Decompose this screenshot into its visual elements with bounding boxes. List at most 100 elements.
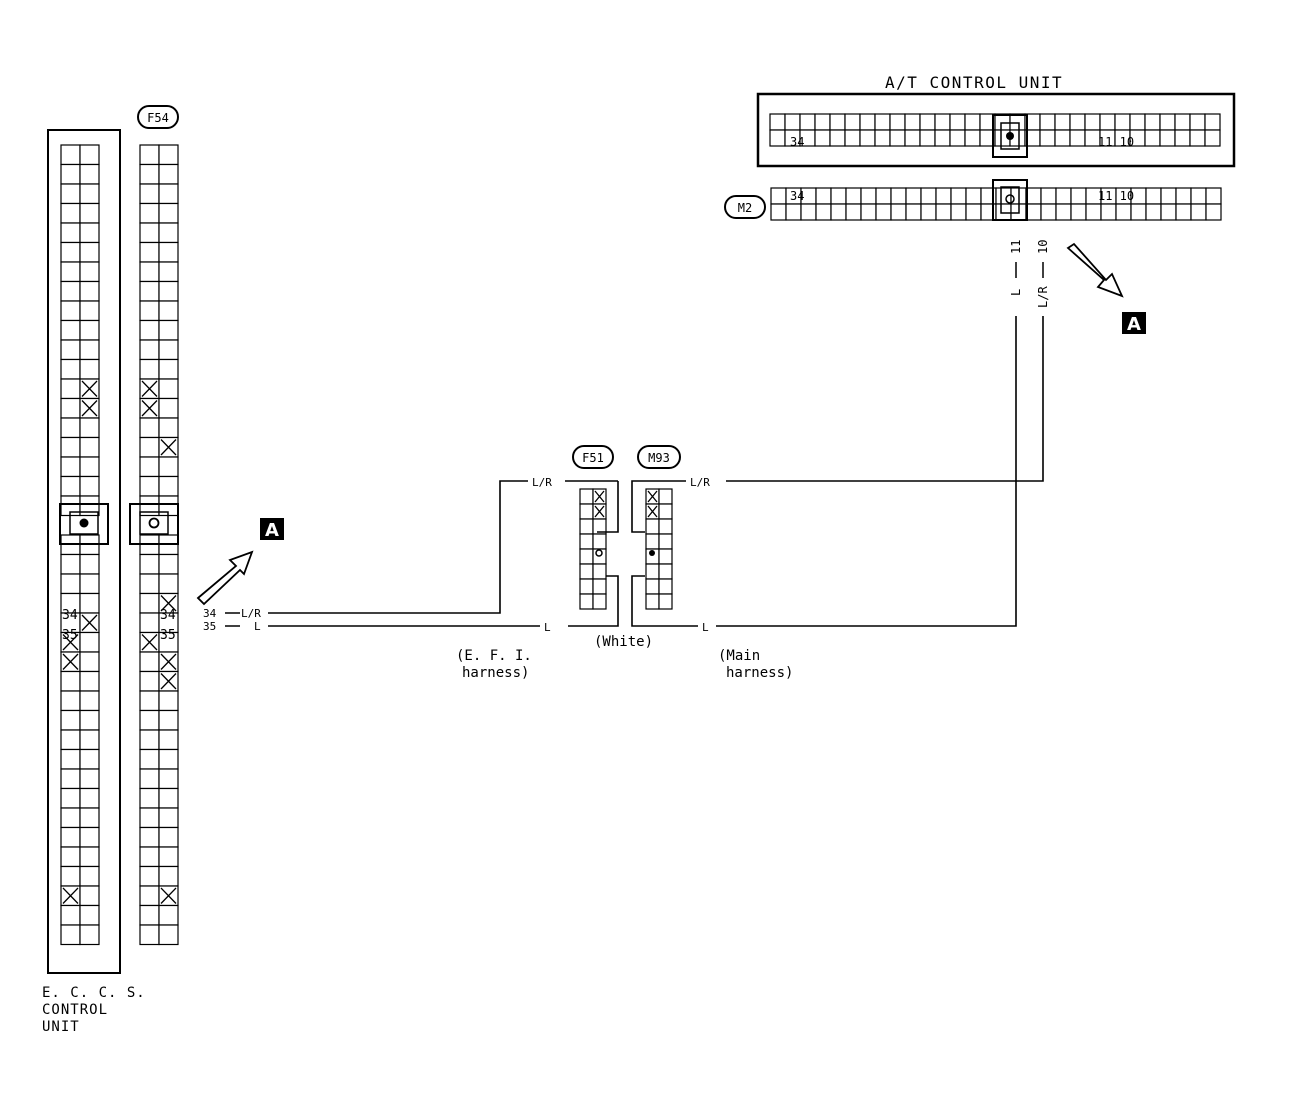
f54-terminal-grid-cell <box>158 417 179 439</box>
at-unit-terminal-grid-cell <box>1159 113 1176 131</box>
f54-terminal-grid-cell <box>158 807 179 829</box>
m2-terminal-grid-cell <box>800 203 817 221</box>
m2-terminal-grid-cell <box>1025 203 1042 221</box>
f54-terminal-grid-unused-mark <box>141 634 158 651</box>
f51-terminal-grid-cell <box>592 593 607 610</box>
m2-terminal-grid-cell <box>770 187 787 205</box>
f54-terminal-grid-cell <box>158 865 179 887</box>
eccs-terminal-grid-cell <box>79 729 100 751</box>
eccs-terminal-grid-cell <box>60 553 81 575</box>
eccs-wire-35-pin: 35 <box>203 620 216 633</box>
at-unit-terminal-grid-cell <box>814 113 831 131</box>
reference-mark-top: A <box>1127 314 1141 335</box>
m2-wire-11-pin: 11 <box>1009 240 1023 254</box>
reference-mark-left: A <box>265 520 279 541</box>
harness-labels: (White) (E. F. I. harness) (Main harness… <box>456 634 793 681</box>
eccs-terminal-grid-cell <box>60 397 81 419</box>
at-unit-terminal-grid-cell <box>874 129 891 147</box>
m2-terminal-grid-cell <box>1055 203 1072 221</box>
m2-terminal-grid-cell <box>845 203 862 221</box>
f54-terminal-grid-cell <box>139 787 160 809</box>
at-unit-terminal-grid-cell <box>874 113 891 131</box>
f54-terminal-grid-cell <box>158 319 179 341</box>
at-unit-terminal-grid-cell <box>1174 129 1191 147</box>
eccs-terminal-grid-cell <box>79 826 100 848</box>
m93-terminal-grid-cell <box>658 503 673 520</box>
wire-lr-efi <box>268 480 528 614</box>
at-unit-terminal-grid-cell <box>829 129 846 147</box>
at-unit-terminal-grid-cell <box>1144 113 1161 131</box>
wires <box>268 316 1044 627</box>
f54-terminal-grid-cell <box>158 339 179 361</box>
eccs-terminal-grid-cell <box>79 631 100 653</box>
eccs-terminal-grid-cell <box>60 163 81 185</box>
m2-terminal-grid-cell <box>950 203 967 221</box>
f51-terminal-grid-cell <box>592 533 607 550</box>
m2-terminal-grid-cell <box>1190 203 1207 221</box>
f54-terminal-grid-cell <box>139 222 160 244</box>
f51-female-indicator <box>595 549 603 557</box>
f54-terminal-grid-cell <box>158 690 179 712</box>
at-unit-terminal-grid-cell <box>1159 129 1176 147</box>
f54-terminal-grid-cell <box>139 729 160 751</box>
m93-wire-bottom-color: L <box>702 621 709 634</box>
f54-terminal-grid-cell <box>158 144 179 166</box>
f54-id-badge <box>137 105 179 129</box>
eccs-terminal-grid-cell <box>60 709 81 731</box>
eccs-terminal-grid-cell <box>79 807 100 829</box>
f54-terminal-grid-cell <box>158 241 179 263</box>
f54-terminal-grid-cell <box>139 885 160 907</box>
eccs-terminal-grid-cell <box>79 222 100 244</box>
at-unit-terminal-grid-cell <box>889 129 906 147</box>
m93-terminal-grid-cell <box>645 563 660 580</box>
f54-terminal-grid-cell <box>139 436 160 458</box>
at-unit-terminal-grid-cell <box>1144 129 1161 147</box>
f54-terminal-grid-cell <box>139 339 160 361</box>
at-unit-terminal-grid-cell <box>934 129 951 147</box>
m2-terminal-grid-cell <box>1070 187 1087 205</box>
at-unit-male-indicator <box>1006 132 1014 140</box>
f54-connector: F54 34 35 <box>129 105 179 946</box>
f54-terminal-grid-cell <box>158 924 179 946</box>
m93-male-indicator <box>649 550 655 556</box>
m2-terminal-grid-cell <box>920 203 937 221</box>
eccs-terminal-grid-cell <box>60 690 81 712</box>
m2-id-badge <box>724 195 766 219</box>
at-unit-terminal-grid-cell <box>769 129 786 147</box>
m2-terminal-grid-cell <box>1115 203 1132 221</box>
f54-terminal-grid-unused-mark <box>160 595 177 612</box>
f54-terminal-grid-cell <box>139 573 160 595</box>
connector-color-label: (White) <box>594 634 653 650</box>
m2-terminal-grid-cell <box>1055 187 1072 205</box>
m2-terminal-grid-cell <box>815 203 832 221</box>
m2-terminal-grid-cell <box>785 203 802 221</box>
eccs-terminal-grid-cell <box>79 904 100 926</box>
m2-pin-34: 34 <box>790 189 804 203</box>
eccs-terminal-grid-cell <box>79 924 100 946</box>
m93-id: M93 <box>648 451 670 465</box>
eccs-label-line3: UNIT <box>42 1019 80 1035</box>
m2-terminal-grid-cell <box>890 203 907 221</box>
f51-wire-bottom-color: L <box>544 621 551 634</box>
at-unit-terminal-grid <box>769 113 1221 147</box>
eccs-label-line2: CONTROL <box>42 1002 108 1018</box>
eccs-center-lock <box>59 503 109 545</box>
m2-terminal-grid-cell <box>815 187 832 205</box>
eccs-terminal-grid-cell <box>79 787 100 809</box>
at-unit-pin-34: 34 <box>790 135 804 149</box>
m2-terminal-grid-cell <box>995 203 1012 221</box>
at-control-unit: A/T CONTROL UNIT 34 11 10 <box>756 73 1236 168</box>
eccs-terminal-grid-cell <box>79 436 100 458</box>
at-unit-terminal-grid-cell <box>1039 113 1056 131</box>
at-unit-terminal-grid-cell <box>814 129 831 147</box>
f54-terminal-grid-cell <box>158 397 179 419</box>
f54-terminal-grid-cell <box>139 417 160 439</box>
eccs-terminal-grid-cell <box>79 865 100 887</box>
m2-wire-labels: L 11 L/R 10 <box>1009 240 1050 308</box>
at-unit-terminal-grid-cell <box>1054 113 1071 131</box>
at-unit-terminal-grid-cell <box>904 129 921 147</box>
f54-terminal-grid-cell <box>158 456 179 478</box>
f54-terminal-grid-unused-mark <box>141 400 158 417</box>
at-control-unit-title: A/T CONTROL UNIT <box>885 73 1063 92</box>
m2-terminal-grid-cell <box>935 203 952 221</box>
